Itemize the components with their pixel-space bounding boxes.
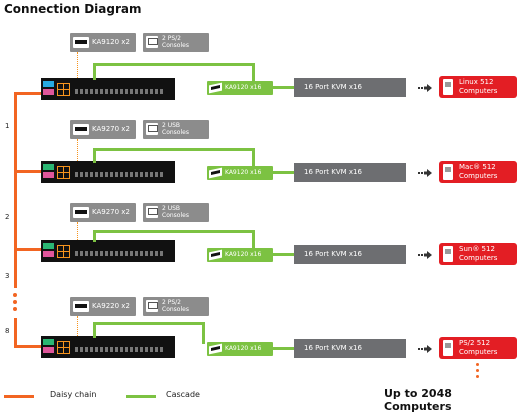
continuation-dot — [476, 369, 479, 372]
continuation-dot — [13, 307, 17, 311]
adapter-cable-icon — [73, 37, 89, 48]
computers-block: PS/2 512 Computers — [439, 337, 517, 359]
daisy-chain-stub-1a — [14, 92, 42, 95]
adapter-cable-bundle: KA9120 x16 — [207, 248, 273, 262]
kvm-switch-icon — [41, 336, 175, 358]
chain-number: 3 — [5, 272, 10, 280]
chain-number: 8 — [5, 327, 10, 335]
legend-cascade-label: Cascade — [166, 390, 200, 399]
cascade-line — [252, 148, 255, 168]
cascade-line — [273, 347, 294, 350]
diagram-title: Connection Diagram — [4, 2, 142, 16]
computer-icon — [443, 79, 453, 95]
adapter-cable-icon — [209, 82, 222, 94]
computer-icon — [443, 164, 453, 180]
console-label: 2 PS/2 Consoles — [143, 33, 209, 52]
daisy-chain-stub-2b — [14, 248, 42, 251]
adapter-cable-label: KA9270 x2 — [70, 203, 136, 222]
adapter-cable-icon — [73, 124, 89, 135]
cascade-line — [93, 148, 255, 151]
computers-block: Mac® 512 Computers — [439, 161, 517, 183]
continuation-dot — [13, 293, 17, 297]
daisy-chain-trunk-3 — [14, 248, 17, 288]
legend-cascade-swatch — [126, 395, 156, 398]
console-label: 2 USB Consoles — [143, 120, 209, 139]
kvm-switch-icon — [41, 78, 175, 100]
adapter-cable-icon — [73, 301, 89, 312]
adapter-cable-bundle: KA9120 x16 — [207, 166, 273, 180]
daisy-chain-stub-1b — [14, 170, 42, 173]
adapter-cable-label: KA9270 x2 — [70, 120, 136, 139]
computers-block: Linux 512 Computers — [439, 76, 517, 98]
cascade-line — [93, 230, 96, 242]
daisy-chain-trunk-2 — [14, 170, 17, 250]
adapter-cable-label: KA9220 x2 — [70, 297, 136, 316]
console-label: 2 USB Consoles — [143, 203, 209, 222]
cascade-line — [93, 63, 96, 80]
continuation-dot — [13, 300, 17, 304]
console-icon — [146, 300, 158, 312]
computer-icon — [443, 340, 453, 356]
console-icon — [146, 123, 158, 135]
chain-number: 2 — [5, 213, 10, 221]
computers-block: Sun® 512 Computers — [439, 243, 517, 265]
arrow-right-icon — [418, 345, 432, 353]
adapter-cable-icon — [209, 249, 222, 261]
arrow-right-icon — [418, 84, 432, 92]
cascade-line — [93, 63, 255, 66]
adapter-cable-icon — [209, 343, 222, 355]
console-icon — [146, 36, 158, 48]
cascade-line — [273, 171, 294, 174]
legend-daisy-chain-swatch — [4, 395, 34, 398]
console-icon — [146, 206, 158, 218]
kvm-block: 16 Port KVM x16 — [294, 339, 406, 358]
cascade-line — [93, 322, 205, 325]
daisy-chain-trunk-1 — [14, 92, 17, 172]
adapter-cable-icon — [209, 167, 222, 179]
daisy-chain-stub-4b — [14, 345, 42, 348]
kvm-block: 16 Port KVM x16 — [294, 245, 406, 264]
kvm-block: 16 Port KVM x16 — [294, 163, 406, 182]
cascade-line — [93, 230, 255, 233]
kvm-block: 16 Port KVM x16 — [294, 78, 406, 97]
cascade-line — [273, 86, 294, 89]
cascade-line — [273, 253, 294, 256]
arrow-right-icon — [418, 251, 432, 259]
cascade-line — [93, 322, 96, 338]
adapter-cable-icon — [73, 207, 89, 218]
computer-icon — [443, 246, 453, 262]
footer-note: Up to 2048 Computers — [384, 387, 452, 413]
continuation-dot — [476, 363, 479, 366]
daisy-chain-trunk-4 — [14, 318, 17, 348]
console-link — [77, 52, 79, 78]
chain-number: 1 — [5, 122, 10, 130]
cascade-line — [202, 322, 205, 344]
cascade-line — [252, 230, 255, 250]
cascade-line — [93, 148, 96, 163]
adapter-cable-bundle: KA9120 x16 — [207, 342, 273, 356]
adapter-cable-bundle: KA9120 x16 — [207, 81, 273, 95]
console-link — [77, 316, 79, 336]
arrow-right-icon — [418, 169, 432, 177]
kvm-switch-icon — [41, 161, 175, 183]
console-link — [77, 139, 79, 161]
cascade-line — [252, 63, 255, 88]
continuation-dot — [476, 375, 479, 378]
console-link — [77, 222, 79, 240]
adapter-cable-label: KA9120 x2 — [70, 33, 136, 52]
console-label: 2 PS/2 Consoles — [143, 297, 209, 316]
legend-daisy-chain-label: Daisy chain — [50, 390, 97, 399]
kvm-switch-icon — [41, 240, 175, 262]
